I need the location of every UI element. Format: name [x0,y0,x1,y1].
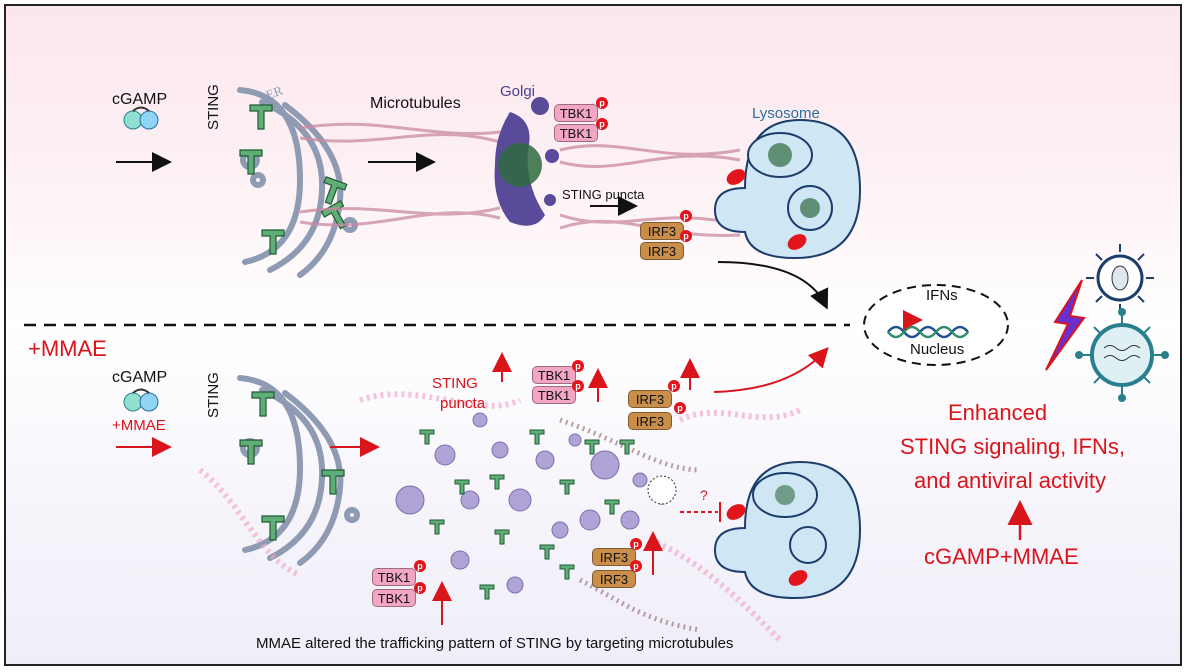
mmae-small-label: +MMAE [112,417,166,434]
tbk1-badge-top-1: TBK1 [554,104,598,122]
phospho-marker: p [674,402,686,414]
lysosome-top [713,118,862,260]
tbk1-badge-bottom-3: TBK1 [372,568,416,586]
sting-puncta-label-top: STING puncta [562,187,645,202]
phospho-marker: p [630,560,642,572]
microtubules-bottom [198,391,802,643]
microtubules-label: Microtubules [370,95,461,112]
cgamp-label-bottom: cGAMP [112,369,168,386]
irf3-badge-bottom-2: IRF3 [628,412,672,430]
sting-puncta-label-bottom-1: STING [432,375,478,392]
phospho-marker: p [680,230,692,242]
cause-label: cGAMP+MMAE [924,544,1079,569]
irf3-badge-bottom-3: IRF3 [592,548,636,566]
virus-icon-1 [1086,244,1154,312]
sting-puncta-label-bottom-2: puncta [440,395,486,412]
cgamp-label-top: cGAMP [112,91,168,108]
mmae-header: +MMAE [28,336,107,361]
irf3-badge-bottom-4: IRF3 [592,570,636,588]
lightning-icon [1045,279,1086,371]
phospho-marker: p [596,118,608,130]
phospho-marker: p [572,360,584,372]
sting-label-bottom: STING [205,372,222,418]
golgi-top [494,97,559,226]
tbk1-badge-bottom-4: TBK1 [372,589,416,607]
virus-icon-2 [1075,308,1169,402]
cgamp-molecule-top [123,106,159,130]
irf3-badge-top-1: IRF3 [640,222,684,240]
phospho-marker: p [668,380,680,392]
tbk1-badge-top-2: TBK1 [554,124,598,142]
sting-puncta-cluster [395,412,670,600]
up-arrows-bottom [432,352,700,625]
result-line-3: and antiviral activity [914,468,1106,493]
tbk1-badge-bottom-1: TBK1 [532,366,576,384]
result-line-2: STING signaling, IFNs, [900,434,1125,459]
irf3-badge-bottom-1: IRF3 [628,390,672,408]
phospho-marker: p [414,582,426,594]
phospho-marker: p [596,97,608,109]
cgamp-molecule-bottom [123,388,159,412]
arrow-to-nucleus-bottom [713,347,829,393]
sting-dimers-top [239,104,348,255]
phospho-marker: p [572,380,584,392]
sting-label-top: STING [205,84,222,130]
lysosome-bottom [713,460,862,600]
irf3-badge-top-2: IRF3 [640,242,684,260]
lysosome-label: Lysosome [752,105,820,122]
nucleus-label: Nucleus [910,341,965,358]
result-line-1: Enhanced [948,400,1048,425]
golgi-label: Golgi [500,83,536,100]
phospho-marker: p [414,560,426,572]
question-mark: ? [700,487,708,503]
ifns-label: IFNs [926,287,958,304]
phospho-marker: p [680,210,692,222]
phospho-marker: p [630,538,642,550]
caption: MMAE altered the trafficking pattern of … [256,635,734,652]
nucleus [863,284,1009,366]
sting-dimers-bottom-er [239,391,345,541]
arrow-to-nucleus [717,261,829,310]
blocked-arrow [647,475,721,522]
tbk1-badge-bottom-2: TBK1 [532,386,576,404]
